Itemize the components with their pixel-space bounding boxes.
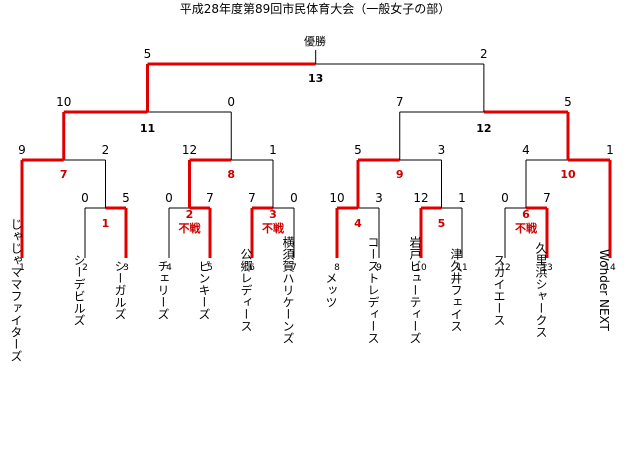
score-right: 7 bbox=[543, 191, 551, 205]
team-name: 公郷レディース bbox=[239, 248, 253, 332]
score-left: 9 bbox=[18, 143, 26, 157]
team-seed: 11 bbox=[456, 263, 467, 273]
score-left: 5 bbox=[354, 143, 362, 157]
score-left: 10 bbox=[329, 191, 344, 205]
walkover-note: 不戦 bbox=[262, 221, 285, 235]
score-left: 0 bbox=[165, 191, 173, 205]
score-right: 1 bbox=[458, 191, 466, 205]
team-name: シーガルズ bbox=[113, 260, 127, 320]
score-left: 12 bbox=[413, 191, 428, 205]
game-number: 1 bbox=[102, 217, 110, 230]
page-title: 平成28年度第89回市民体育大会（一般女子の部） bbox=[180, 1, 451, 16]
team-seed: 12 bbox=[499, 263, 510, 273]
team-name: Wonder NEXT bbox=[597, 249, 611, 331]
team-seed: 3 bbox=[123, 263, 129, 273]
walkover-note: 不戦 bbox=[515, 221, 538, 235]
score-left: 0 bbox=[501, 191, 509, 205]
team-seed: 10 bbox=[415, 263, 427, 273]
score-left: 0 bbox=[81, 191, 89, 205]
score-left: 10 bbox=[56, 95, 71, 109]
score-right: 5 bbox=[122, 191, 130, 205]
team-seed: 7 bbox=[291, 263, 297, 273]
score-left: 7 bbox=[396, 95, 404, 109]
team-name: じゃじゃママファイターズ bbox=[9, 218, 23, 362]
score-right: 0 bbox=[290, 191, 298, 205]
score-right: 3 bbox=[375, 191, 383, 205]
game-number: 9 bbox=[396, 168, 404, 181]
team-seed: 14 bbox=[604, 263, 616, 273]
team-seed: 1 bbox=[19, 263, 25, 273]
score-left: 12 bbox=[182, 143, 197, 157]
team-name: チェリーズ bbox=[156, 260, 170, 320]
team-name: シーデビルズ bbox=[72, 254, 86, 326]
team-name: 久里浜シャークス bbox=[534, 242, 548, 338]
game-number: 7 bbox=[60, 168, 68, 181]
game-number: 3 bbox=[269, 208, 277, 221]
game-number: 8 bbox=[227, 168, 235, 181]
team-seed: 4 bbox=[166, 263, 172, 273]
team-name: 横須賀ハリケーンズ bbox=[281, 236, 295, 344]
team-name: コーストレディース bbox=[366, 236, 380, 344]
score-right: 3 bbox=[438, 143, 446, 157]
team-name: メッツ bbox=[324, 272, 338, 308]
team-name: スカイエース bbox=[492, 254, 506, 326]
score-right: 0 bbox=[227, 95, 235, 109]
team-seed: 2 bbox=[82, 263, 88, 273]
score-right: 2 bbox=[480, 47, 488, 61]
team-seed: 13 bbox=[541, 263, 552, 273]
score-left: 7 bbox=[248, 191, 256, 205]
score-right: 1 bbox=[269, 143, 277, 157]
game-number: 13 bbox=[308, 72, 323, 85]
team-seed: 9 bbox=[376, 263, 382, 273]
walkover-note: 不戦 bbox=[179, 221, 202, 235]
score-left: 5 bbox=[144, 47, 152, 61]
score-left: 4 bbox=[522, 143, 530, 157]
team-seed: 5 bbox=[207, 263, 213, 273]
team-seed: 6 bbox=[249, 263, 255, 273]
score-right: 7 bbox=[206, 191, 214, 205]
team-name: ピンキーズ bbox=[197, 260, 211, 320]
team-name: 津久井フェイス bbox=[449, 248, 463, 332]
score-right: 2 bbox=[102, 143, 110, 157]
game-number: 11 bbox=[140, 122, 155, 135]
bracket-lines bbox=[20, 50, 612, 258]
game-number: 10 bbox=[560, 168, 576, 181]
team-name: 岩戸ビューティーズ bbox=[408, 235, 422, 344]
game-number: 2 bbox=[186, 208, 194, 221]
champion-label: 優勝 bbox=[304, 34, 326, 48]
score-right: 5 bbox=[564, 95, 572, 109]
game-number: 4 bbox=[354, 217, 362, 230]
game-number: 12 bbox=[476, 122, 491, 135]
team-seed: 8 bbox=[334, 263, 340, 273]
score-right: 1 bbox=[606, 143, 614, 157]
game-number: 5 bbox=[438, 217, 446, 230]
game-number: 6 bbox=[522, 208, 530, 221]
